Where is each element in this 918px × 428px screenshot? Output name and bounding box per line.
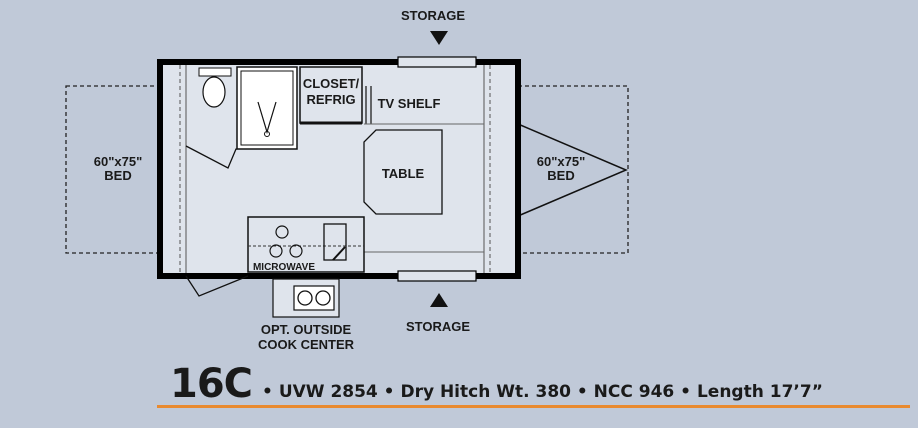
storage-door-bottom bbox=[397, 270, 477, 282]
closet-label: CLOSET/ bbox=[303, 76, 360, 91]
trailer-wall bbox=[157, 59, 521, 279]
galley-counter bbox=[247, 216, 365, 273]
burner-icon bbox=[289, 244, 303, 258]
table-label: TABLE bbox=[382, 166, 425, 181]
cook-burner-icon bbox=[315, 290, 331, 306]
bed-left-name-label: BED bbox=[104, 168, 131, 183]
refrig-label: REFRIG bbox=[306, 92, 355, 107]
cook-center-label-1: OPT. OUTSIDE bbox=[261, 322, 352, 337]
burner-icon bbox=[275, 225, 289, 239]
toilet-icon bbox=[202, 76, 226, 108]
model-specs: • UVW 2854 • Dry Hitch Wt. 380 • NCC 946… bbox=[262, 382, 823, 402]
microwave-label: MICROWAVE bbox=[253, 262, 315, 273]
model-number: 16C bbox=[170, 361, 253, 407]
cook-center-label-2: COOK CENTER bbox=[258, 337, 355, 352]
storage-top-arrow-icon bbox=[430, 31, 448, 45]
sink-icon bbox=[323, 223, 347, 261]
cook-burner-icon bbox=[297, 290, 313, 306]
hitch-tongue bbox=[517, 123, 628, 217]
bed-right-name-label: BED bbox=[547, 168, 574, 183]
storage-top-label: STORAGE bbox=[401, 8, 465, 23]
storage-bottom-label: STORAGE bbox=[406, 319, 470, 334]
accent-underline bbox=[157, 405, 910, 408]
entry-door bbox=[185, 275, 249, 297]
storage-bottom-arrow-icon bbox=[430, 293, 448, 307]
table bbox=[363, 129, 443, 215]
bed-right-size-label: 60"x75" bbox=[537, 154, 585, 169]
bed-left-size-label: 60"x75" bbox=[94, 154, 142, 169]
storage-door-top bbox=[397, 56, 477, 68]
closet-refrig bbox=[299, 66, 363, 124]
tv-shelf-label: TV SHELF bbox=[378, 96, 441, 111]
burner-icon bbox=[269, 244, 283, 258]
shower bbox=[236, 66, 298, 150]
model-title-row: 16C • UVW 2854 • Dry Hitch Wt. 380 • NCC… bbox=[170, 364, 910, 404]
